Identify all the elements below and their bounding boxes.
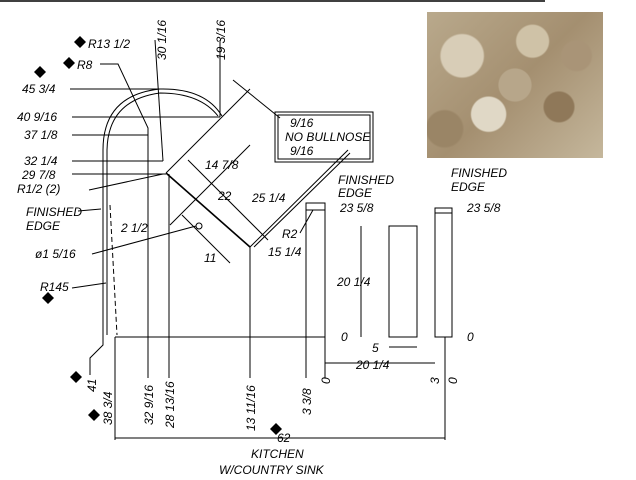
revision-markers (34, 36, 282, 435)
dimension-label: 32 1/4 (24, 154, 58, 168)
dimension-label: 19 3/16 (214, 20, 228, 60)
dimension-label: 0 (341, 330, 348, 344)
dimension-label: 0 (467, 330, 474, 344)
overall-dimension: 62 (277, 431, 291, 445)
dimension-label: 38 3/4 (101, 391, 115, 425)
dimension-label: 41 (85, 379, 99, 392)
dimension-label: 25 1/4 (251, 191, 286, 205)
dimension-label: 11 (204, 251, 216, 265)
drawing-title: KITCHEN (251, 447, 304, 461)
finished-edge-label: EDGE (338, 186, 373, 200)
countertop-outline (102, 88, 453, 338)
finished-edge-label: FINISHED (26, 205, 82, 219)
finished-edge-label: FINISHED (338, 173, 394, 187)
finished-edge-label: EDGE (26, 219, 61, 233)
note-top: 9/16 (290, 116, 314, 130)
dimension-label: 45 3/4 (22, 82, 56, 96)
radius-label: R13 1/2 (88, 37, 130, 51)
dimension-label: 29 7/8 (21, 168, 56, 182)
radius-label: R8 (77, 58, 93, 72)
dimension-label: 28 13/16 (163, 381, 177, 429)
dimension-label: 15 1/4 (268, 245, 302, 259)
dimension-label: 0 (319, 377, 333, 384)
finished-edge-label: FINISHED (451, 166, 507, 180)
dimension-label: 23 5/8 (466, 201, 501, 215)
dimension-label: 37 1/8 (24, 128, 58, 142)
dimension-label: 5 (372, 341, 379, 355)
dimension-label: 3 3/8 (300, 388, 314, 415)
granite-swatch-image (427, 12, 603, 158)
radius-label: R145 (40, 280, 69, 294)
dimension-label: 40 9/16 (17, 110, 57, 124)
note-middle: NO BULLNOSE (285, 130, 371, 144)
dimension-label: 3 (428, 377, 442, 384)
dimension-label: 23 5/8 (339, 201, 374, 215)
dimension-label: 20 1/4 (336, 275, 371, 289)
dimension-label: 13 11/16 (244, 385, 258, 431)
radius-label: R1/2 (2) (17, 182, 60, 196)
dimension-lines (70, 39, 446, 440)
dimension-label: 2 1/2 (120, 221, 148, 235)
dimension-label: 22 (217, 189, 232, 203)
dimension-label: 0 (446, 377, 460, 384)
dimension-label: 20 1/4 (355, 358, 390, 372)
drawing-subtitle: W/COUNTRY SINK (219, 463, 325, 477)
note-bottom: 9/16 (290, 144, 314, 158)
dimension-label: 30 1/16 (155, 20, 169, 60)
no-bullnose-note: 9/16 NO BULLNOSE 9/16 (274, 111, 374, 163)
hole-diameter-label: ø1 5/16 (35, 247, 76, 261)
radius-label: R2 (282, 227, 298, 241)
dimension-label: 32 9/16 (142, 385, 156, 425)
dimension-label: 14 7/8 (205, 158, 239, 172)
finished-edge-label: EDGE (451, 180, 486, 194)
